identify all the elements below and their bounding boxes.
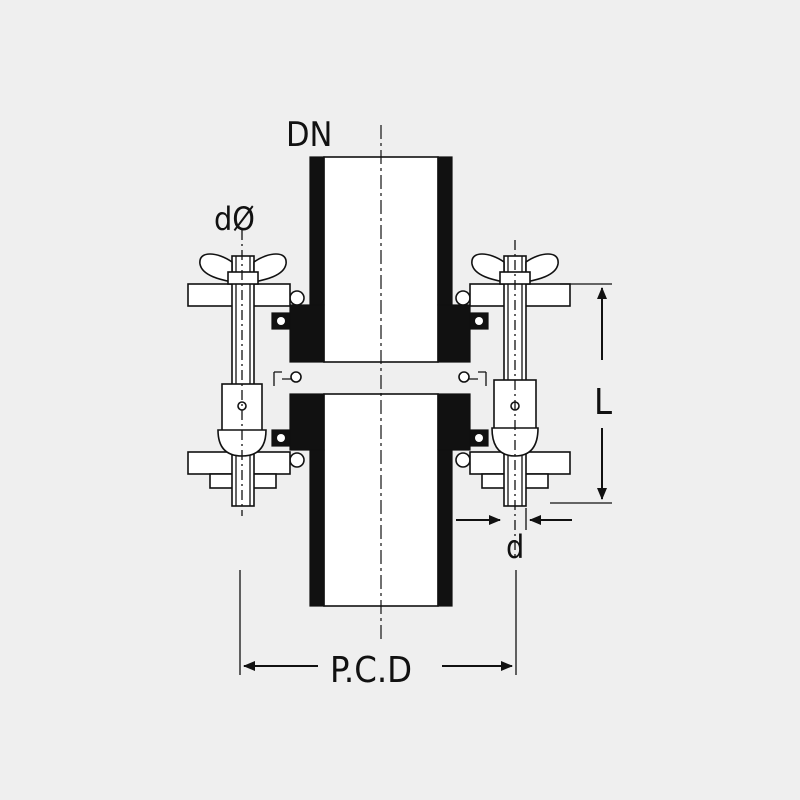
- dimension-pcd: [239, 570, 517, 675]
- right-clamp: [469, 240, 571, 560]
- label-pcd: P.C.D: [330, 650, 412, 691]
- seal-rings: [271, 312, 489, 447]
- dimension-l: [550, 283, 612, 504]
- left-clamp: [187, 230, 291, 516]
- gap-keys: [273, 371, 487, 386]
- label-d: d: [506, 528, 524, 566]
- upper-pipe: [289, 156, 471, 363]
- label-dn: DN: [286, 115, 332, 155]
- lower-pipe: [289, 393, 471, 607]
- label-bolt-dia: dØ: [214, 200, 255, 238]
- dimension-d: [456, 508, 572, 530]
- label-length: L: [594, 382, 612, 423]
- o-rings: [289, 290, 471, 468]
